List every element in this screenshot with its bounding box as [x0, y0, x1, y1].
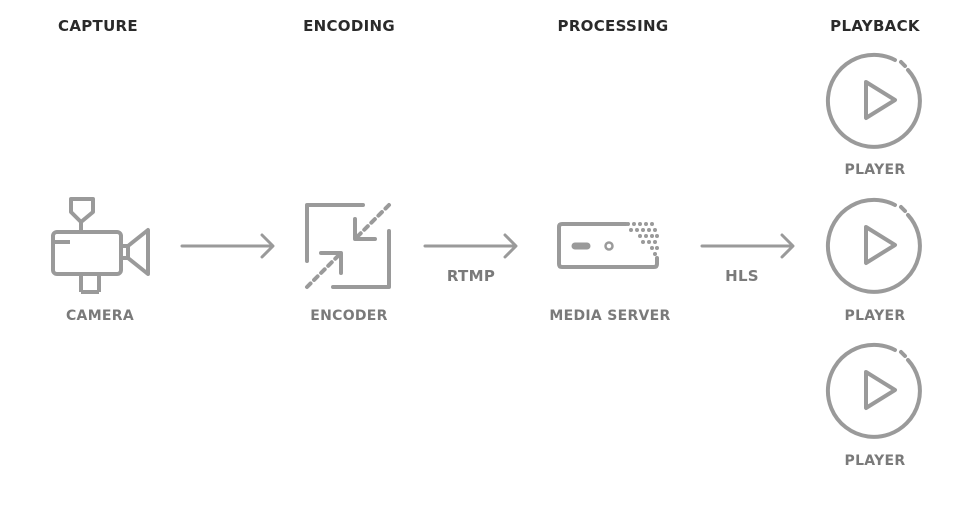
media-server-label: MEDIA SERVER [549, 308, 671, 324]
arrow-encoder-to-server [423, 233, 518, 259]
play-icon [825, 52, 922, 149]
arrow-server-to-players [700, 233, 795, 259]
arrow-camera-to-encoder [180, 233, 275, 259]
encoder-label: ENCODER [310, 308, 388, 324]
stage-heading-processing: PROCESSING [557, 17, 669, 35]
connection-label-hls: HLS [725, 267, 759, 285]
camera-label: CAMERA [65, 308, 135, 324]
player-label-2: PLAYER [844, 308, 906, 324]
stage-heading-capture: CAPTURE [58, 17, 138, 35]
stage-heading-playback: PLAYBACK [830, 17, 920, 35]
player-label-1: PLAYER [844, 162, 906, 178]
player-label-3: PLAYER [844, 453, 906, 469]
play-icon [825, 342, 922, 439]
server-icon [557, 222, 659, 269]
camera-icon [51, 197, 150, 294]
compress-arrows-icon [305, 203, 391, 289]
connection-label-rtmp: RTMP [446, 267, 496, 285]
play-icon [825, 197, 922, 294]
stage-heading-encoding: ENCODING [303, 17, 395, 35]
